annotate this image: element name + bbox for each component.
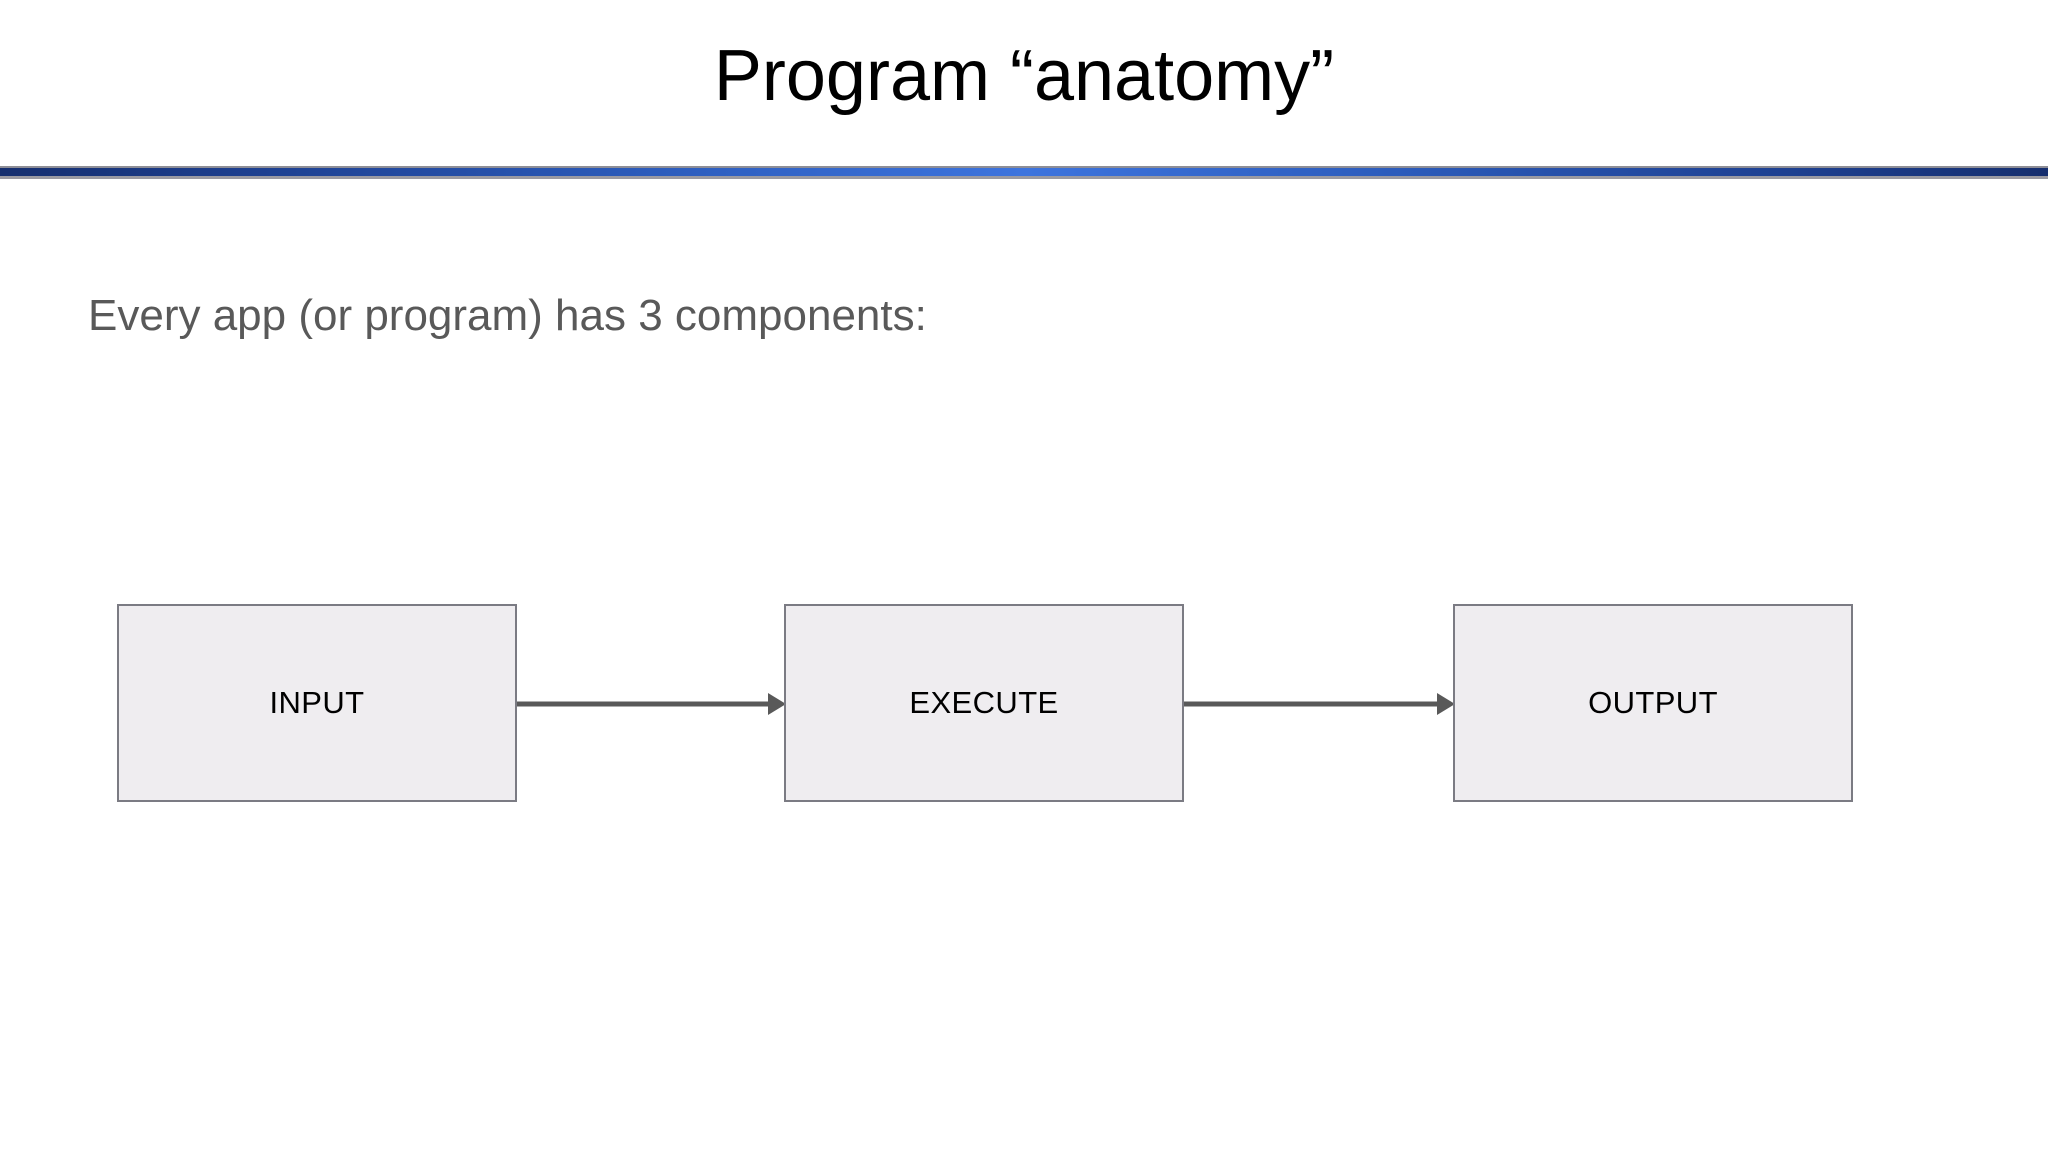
flow-arrow-input-to-execute[interactable] (517, 690, 786, 718)
flow-node-execute-label: EXECUTE (909, 685, 1059, 720)
flow-node-execute[interactable]: EXECUTE (784, 604, 1184, 802)
title-divider-rule (0, 166, 2048, 179)
flow-node-input[interactable]: INPUT (117, 604, 517, 802)
divider-bottom-edge (0, 176, 2048, 179)
flow-arrow-execute-to-output[interactable] (1184, 690, 1455, 718)
divider-top-edge (0, 166, 2048, 168)
flow-node-output-label: OUTPUT (1588, 685, 1718, 720)
body-text: Every app (or program) has 3 components: (88, 291, 927, 340)
divider-accent-bar (0, 168, 2048, 176)
flow-node-input-label: INPUT (269, 685, 365, 720)
flow-node-output[interactable]: OUTPUT (1453, 604, 1853, 802)
page-title: Program “anatomy” (713, 36, 1335, 116)
